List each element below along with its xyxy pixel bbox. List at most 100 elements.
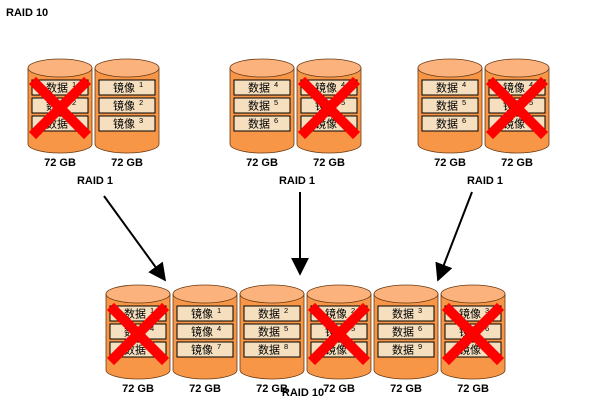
- block-label: 数据: [392, 343, 414, 357]
- cross-stroke: [441, 302, 505, 366]
- raid1-label: RAID 1: [279, 175, 315, 187]
- cross-stroke: [297, 76, 361, 140]
- block-label: 镜像: [113, 117, 135, 131]
- cross-icon: [307, 302, 371, 366]
- disk-top: [239, 284, 305, 304]
- cross-icon: [28, 76, 92, 140]
- disk-top: [417, 58, 483, 78]
- block-index: 4: [462, 80, 466, 89]
- arrow-line: [435, 191, 473, 282]
- raid1-label: RAID 1: [77, 175, 113, 187]
- disk-top: [172, 284, 238, 304]
- disk-top: [229, 58, 295, 78]
- block-cell: [176, 305, 234, 322]
- disk-top: [373, 284, 439, 304]
- disk-capacity: 72 GB: [434, 157, 466, 169]
- block-index: 1: [150, 306, 154, 315]
- block-cell: [98, 79, 156, 96]
- block-index: 5: [341, 98, 345, 107]
- block-label: 数据: [248, 81, 270, 95]
- block-cell: [377, 323, 435, 340]
- block-cell: [421, 79, 479, 96]
- disk-icon: 数据 2 数据 5 数据 8: [239, 284, 305, 380]
- block-index: 2: [139, 98, 143, 107]
- disk-top: [94, 58, 160, 78]
- block-cell: [233, 115, 291, 132]
- block-index: 1: [72, 80, 76, 89]
- block-label: 数据: [258, 343, 280, 357]
- cross-stroke: [28, 76, 92, 140]
- block-index: 6: [274, 116, 278, 125]
- disk-top: [27, 58, 93, 78]
- block-label: 镜像: [113, 81, 135, 95]
- block-label: 数据: [248, 117, 270, 131]
- disk-capacity: 72 GB: [501, 157, 533, 169]
- block-cell: [98, 115, 156, 132]
- block-label: 镜像: [113, 99, 135, 113]
- block-label: 镜像: [191, 343, 213, 357]
- block-cell: [176, 323, 234, 340]
- block-index: 8: [284, 342, 288, 351]
- disk-icon: 数据 4 数据 5 数据 6: [229, 58, 295, 154]
- disk-top: [440, 284, 506, 304]
- cross-icon: [106, 302, 170, 366]
- block-index: 6: [418, 324, 422, 333]
- block-label: 数据: [436, 99, 458, 113]
- disk-top: [484, 58, 550, 78]
- cross-icon: [485, 76, 549, 140]
- block-label: 数据: [258, 325, 280, 339]
- block-index: 2: [284, 306, 288, 315]
- cross-stroke: [106, 302, 170, 366]
- disk-capacity: 72 GB: [313, 157, 345, 169]
- block-label: 数据: [46, 81, 68, 95]
- block-label: 镜像: [503, 81, 525, 95]
- block-index: 2: [351, 306, 355, 315]
- block-cell: [243, 323, 301, 340]
- block-label: 数据: [248, 99, 270, 113]
- block-label: 数据: [392, 307, 414, 321]
- block-index: 5: [284, 324, 288, 333]
- block-label: 数据: [436, 81, 458, 95]
- raid10-label: RAID 10: [282, 387, 324, 399]
- block-cell: [243, 341, 301, 358]
- block-cell: [176, 341, 234, 358]
- block-cell: [233, 79, 291, 96]
- disk-capacity: 72 GB: [256, 383, 288, 395]
- block-index: 9: [418, 342, 422, 351]
- block-index: 5: [351, 324, 355, 333]
- block-label: 镜像: [315, 81, 337, 95]
- block-label: 镜像: [459, 307, 481, 321]
- disk-top: [306, 284, 372, 304]
- block-cell: [421, 115, 479, 132]
- page-title: RAID 10: [6, 7, 49, 19]
- raid1-label: RAID 1: [467, 175, 503, 187]
- disk-capacity: 72 GB: [122, 383, 154, 395]
- block-index: 2: [72, 98, 76, 107]
- block-label: 数据: [124, 307, 146, 321]
- block-index: 4: [529, 80, 533, 89]
- arrow-line: [103, 195, 167, 282]
- disk-top: [105, 284, 171, 304]
- disk-capacity: 72 GB: [246, 157, 278, 169]
- block-index: 4: [217, 324, 221, 333]
- block-index: 4: [341, 80, 345, 89]
- block-index: 3: [485, 306, 489, 315]
- block-cell: [233, 97, 291, 114]
- block-index: 4: [274, 80, 278, 89]
- block-index: 4: [150, 324, 154, 333]
- block-index: 5: [529, 98, 533, 107]
- block-index: 6: [462, 116, 466, 125]
- block-index: 5: [274, 98, 278, 107]
- disk-top: [296, 58, 362, 78]
- block-label: 数据: [258, 307, 280, 321]
- disk-capacity: 72 GB: [44, 157, 76, 169]
- block-cell: [98, 97, 156, 114]
- block-index: 3: [139, 116, 143, 125]
- disk-capacity: 72 GB: [189, 383, 221, 395]
